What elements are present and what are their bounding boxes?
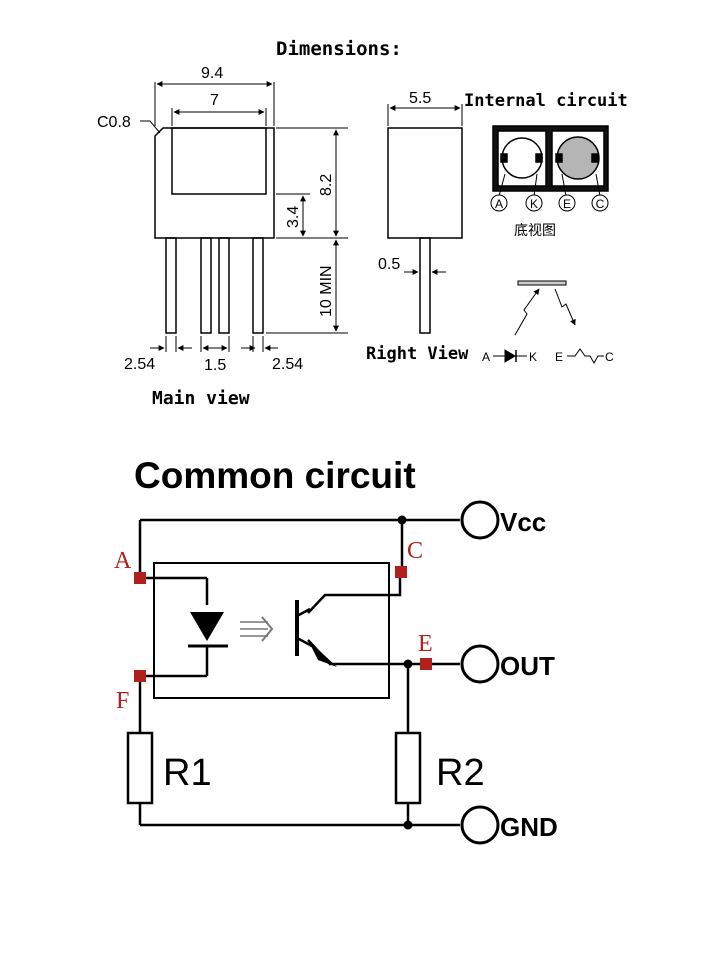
pin-label-a: A [495, 197, 503, 211]
dim-width-inner: 7 [210, 92, 219, 109]
right-view-drawing [387, 127, 463, 334]
symbol-label-c: C [605, 350, 614, 364]
pin-label-c: C [596, 197, 605, 211]
lead-4 [252, 237, 264, 334]
main-view-dimension-lines [140, 81, 348, 352]
terminal-gnd-label: GND [500, 812, 558, 842]
pin-label-k: K [530, 197, 538, 211]
pin-letter-f: F [116, 688, 129, 714]
pin-letter-c: C [407, 538, 423, 564]
common-circuit-title: Common circuit [134, 455, 416, 496]
internal-circuit-title: Internal circuit [464, 91, 628, 111]
dim-lower-height: 3.4 [285, 206, 302, 228]
right-view-label: Right View [366, 344, 469, 364]
dim-width-outer: 9.4 [201, 65, 223, 82]
dim-lead-width: 0.5 [378, 256, 400, 273]
terminal-vcc-label: Vcc [500, 507, 546, 537]
main-view-drawing [154, 127, 275, 334]
pin-circle-k [525, 194, 543, 212]
pin-marker-f [134, 670, 146, 682]
dim-right-width: 5.5 [409, 90, 431, 107]
dim-pitch-left: 2.54 [124, 356, 155, 373]
terminal-vcc [460, 500, 500, 540]
pin-circle-e [558, 194, 576, 212]
pin-label-e: E [563, 197, 571, 211]
pin-marker-e [420, 658, 432, 670]
phototransistor [295, 600, 337, 667]
dim-chamfer: C0.8 [97, 114, 131, 131]
dimensions-title: Dimensions: [276, 38, 402, 60]
emit-ray [514, 288, 540, 336]
terminal-out [460, 644, 500, 684]
dim-height: 8.2 [318, 174, 335, 196]
dim-pitch-mid: 1.5 [204, 357, 226, 374]
resistor-r2 [394, 731, 422, 805]
symbol-label-a: A [482, 350, 490, 364]
lead-1 [165, 237, 177, 334]
pin-marker-a [134, 572, 146, 584]
dim-lead-length: 10 MIN [318, 265, 335, 317]
pin-circles [490, 194, 609, 212]
right-view-lead [419, 237, 431, 334]
junction-dots [397, 515, 413, 830]
lead-2 [200, 237, 212, 334]
internal-schematic-symbol [493, 280, 604, 365]
bottom-view [492, 125, 609, 197]
pin-circle-a [490, 194, 508, 212]
resistor-r1-label: R1 [163, 752, 212, 794]
symbol-label-k: K [529, 350, 537, 364]
resistor-r2-label: R2 [436, 752, 485, 794]
pin-marker-c [395, 566, 407, 578]
pin-circle-c [591, 194, 609, 212]
dim-pitch-right: 2.54 [272, 356, 303, 373]
optocoupler-package [153, 562, 390, 699]
pin-letter-e: E [418, 631, 433, 657]
pin-letter-a: A [114, 548, 132, 574]
reflector-plate [517, 280, 567, 286]
pin-markers [134, 566, 432, 682]
phototransistor-glyph [567, 348, 604, 365]
terminals [460, 500, 500, 845]
right-view-dimension-lines [387, 104, 463, 275]
right-view-body [387, 127, 463, 239]
main-view-label: Main view [152, 388, 250, 409]
symbol-label-e: E [555, 350, 563, 364]
terminal-gnd [460, 805, 500, 845]
light-coupling-arrows [240, 616, 274, 642]
terminal-out-label: OUT [500, 651, 555, 681]
bottom-view-caption: 底视图 [514, 223, 556, 239]
main-view-window [171, 127, 267, 195]
lead-3 [218, 237, 230, 334]
reflect-ray [554, 288, 576, 326]
main-view-body [154, 127, 275, 239]
led-diode [188, 612, 228, 648]
resistor-r1 [126, 731, 154, 805]
